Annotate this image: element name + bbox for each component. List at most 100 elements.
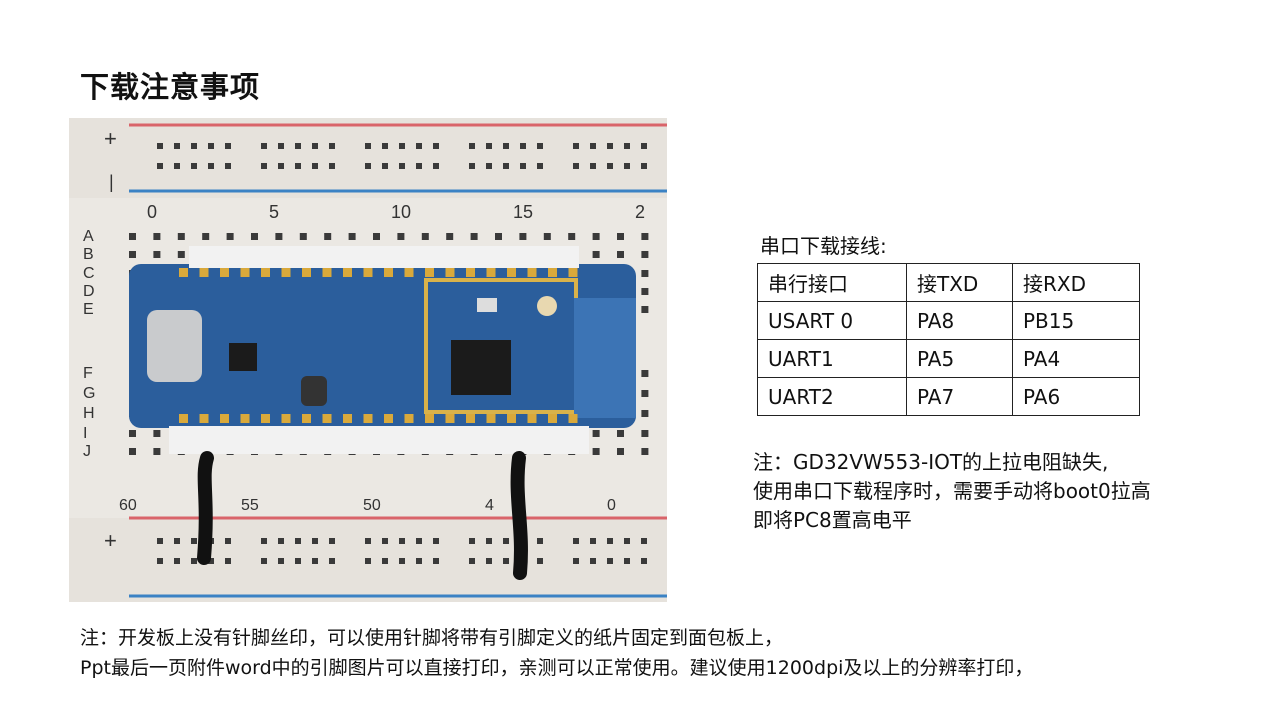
table-cell: PA5 bbox=[906, 339, 1013, 378]
hole bbox=[399, 558, 405, 564]
hole bbox=[312, 163, 318, 169]
plus-sign: + bbox=[104, 126, 117, 151]
hole bbox=[469, 558, 475, 564]
hole bbox=[225, 143, 231, 149]
hole bbox=[191, 538, 197, 544]
hole bbox=[373, 233, 380, 240]
hole bbox=[129, 233, 136, 240]
pin bbox=[507, 414, 516, 423]
hole bbox=[312, 538, 318, 544]
hole bbox=[295, 558, 301, 564]
hole bbox=[495, 233, 502, 240]
hole bbox=[486, 143, 492, 149]
hole bbox=[573, 558, 579, 564]
hole bbox=[365, 558, 371, 564]
hole bbox=[129, 430, 136, 437]
pin bbox=[568, 414, 578, 423]
hole bbox=[503, 538, 509, 544]
pin bbox=[548, 268, 557, 277]
hole bbox=[251, 233, 258, 240]
hole bbox=[365, 143, 371, 149]
pin bbox=[445, 414, 455, 423]
pin bbox=[302, 268, 311, 277]
table-cell: PA8 bbox=[906, 301, 1013, 340]
hole bbox=[278, 163, 284, 169]
table-row: UART1 PA5 PA4 bbox=[757, 339, 1140, 378]
hole bbox=[174, 538, 180, 544]
hole bbox=[624, 558, 630, 564]
hole bbox=[129, 251, 136, 258]
hole bbox=[397, 233, 405, 240]
pin bbox=[220, 414, 229, 423]
hole bbox=[641, 163, 647, 169]
table-cell: PA4 bbox=[1012, 339, 1140, 378]
hole bbox=[382, 558, 388, 564]
hole bbox=[617, 251, 624, 258]
pin bbox=[220, 268, 229, 277]
column-number: 60 bbox=[119, 497, 137, 514]
hole bbox=[503, 163, 509, 169]
hole bbox=[590, 143, 596, 149]
pin bbox=[384, 414, 393, 423]
hole bbox=[641, 390, 649, 397]
row-letter: J bbox=[83, 443, 91, 460]
table-header: 串行接口 bbox=[757, 263, 907, 302]
hole bbox=[641, 143, 647, 149]
hole bbox=[153, 430, 161, 437]
minus-sign: | bbox=[109, 172, 114, 192]
hole bbox=[537, 538, 543, 544]
column-number: 50 bbox=[363, 497, 381, 514]
hole bbox=[177, 251, 185, 258]
hole bbox=[153, 233, 161, 240]
note-line: 即将PC8置高电平 bbox=[753, 508, 912, 532]
hole bbox=[329, 558, 335, 564]
pin bbox=[466, 414, 475, 423]
hole bbox=[153, 448, 161, 455]
hole bbox=[433, 538, 439, 544]
hole bbox=[174, 143, 180, 149]
table-cell: PA7 bbox=[906, 377, 1013, 416]
column-number: 5 bbox=[269, 202, 279, 222]
pin bbox=[343, 414, 352, 423]
hole bbox=[641, 306, 649, 313]
hole bbox=[275, 233, 283, 240]
hole bbox=[329, 538, 335, 544]
pin bbox=[548, 414, 557, 423]
pin bbox=[425, 414, 434, 423]
hole bbox=[641, 288, 649, 295]
hole bbox=[617, 448, 624, 455]
hole bbox=[624, 538, 630, 544]
pin bbox=[240, 268, 250, 277]
hole bbox=[312, 143, 318, 149]
hole bbox=[295, 163, 301, 169]
hole bbox=[261, 163, 267, 169]
chip bbox=[451, 340, 511, 395]
row-letter: D bbox=[83, 283, 95, 300]
hole bbox=[208, 143, 214, 149]
hole bbox=[226, 233, 234, 240]
column-number: 4 bbox=[485, 497, 494, 514]
table-header: 接RXD bbox=[1012, 263, 1140, 302]
hole bbox=[382, 143, 388, 149]
plus-sign: + bbox=[104, 528, 117, 553]
hole bbox=[641, 558, 647, 564]
hole bbox=[641, 410, 649, 417]
table-cell: PB15 bbox=[1012, 301, 1140, 340]
hole bbox=[261, 143, 267, 149]
pin bbox=[384, 268, 393, 277]
pin bbox=[199, 414, 209, 423]
hole bbox=[208, 558, 214, 564]
hole bbox=[624, 163, 630, 169]
hole bbox=[641, 430, 649, 437]
hole bbox=[503, 558, 509, 564]
hole bbox=[157, 143, 163, 149]
hole bbox=[469, 538, 475, 544]
row-letter: E bbox=[83, 301, 94, 318]
hole bbox=[416, 538, 422, 544]
hole bbox=[278, 143, 284, 149]
pin bbox=[527, 268, 537, 277]
hole bbox=[607, 538, 613, 544]
hole bbox=[624, 143, 630, 149]
hole bbox=[324, 233, 332, 240]
